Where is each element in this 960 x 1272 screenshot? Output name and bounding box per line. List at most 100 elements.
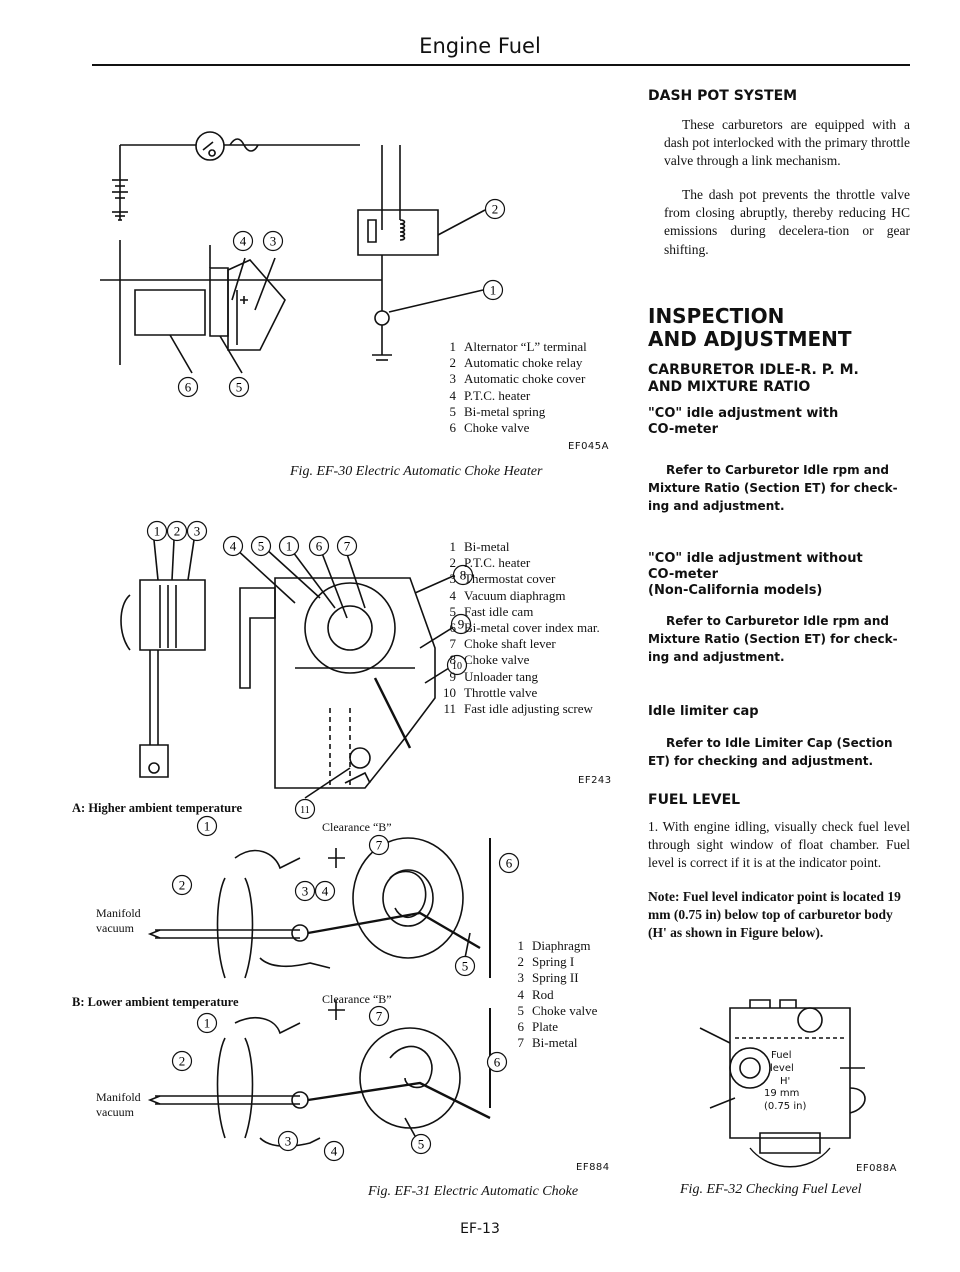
fig31-clearance-b: Clearance “B” <box>322 992 392 1006</box>
fig-mid-callout-6: 6 <box>308 535 330 557</box>
dash-pot-p1: These carburetors are equipped with a da… <box>664 117 910 169</box>
limiter-heading: Idle limiter cap <box>648 704 759 719</box>
fig-mid-main-diagram <box>235 548 465 808</box>
fig-mid-callout-1: 1 <box>146 520 168 542</box>
fig31-b-callout-7: 7 <box>368 1005 390 1027</box>
svg-text:3: 3 <box>270 234 277 249</box>
inspection-heading-1: INSPECTION <box>648 304 785 328</box>
inspection-heading-2: AND ADJUSTMENT <box>648 327 852 351</box>
fig31-clearance-a: Clearance “B” <box>322 820 392 834</box>
fig-mid-callout-2: 2 <box>166 520 188 542</box>
fig32-fuel-label: Fuel <box>771 1050 792 1061</box>
fig31-label-b: B: Lower ambient temperature <box>72 995 239 1009</box>
co-nometer-heading-2: CO-meter <box>648 567 719 582</box>
svg-text:2: 2 <box>179 878 186 893</box>
svg-text:1: 1 <box>204 1016 211 1031</box>
fig31-a-callout-4: 4 <box>314 880 336 902</box>
svg-text:1: 1 <box>490 283 497 298</box>
svg-text:4: 4 <box>322 884 329 899</box>
co-meter-heading-2: CO-meter <box>648 422 719 437</box>
svg-text:4: 4 <box>331 1144 338 1159</box>
fig31-manifold-b: Manifold <box>96 1090 141 1104</box>
svg-text:5: 5 <box>258 539 265 554</box>
co-nometer-text: Refer to Carburetor Idle rpm and Mixture… <box>648 614 898 664</box>
svg-text:1: 1 <box>286 539 293 554</box>
fig-mid-callout-3: 3 <box>186 520 208 542</box>
svg-text:7: 7 <box>376 838 383 853</box>
fig31-a-callout-7: 7 <box>368 834 390 856</box>
carb-heading-2: AND MIXTURE RATIO <box>648 379 811 395</box>
fig31-caption: Fig. EF-31 Electric Automatic Choke <box>368 1184 579 1199</box>
fig-mid-callout-10: 10 <box>446 654 468 676</box>
fig31-b-callout-4: 4 <box>323 1140 345 1162</box>
fig30-code: EF045A <box>568 441 609 452</box>
fuel-level-text: 1. With engine idling, visually check fu… <box>648 819 910 871</box>
limiter-text: Refer to Idle Limiter Cap (Section ET) f… <box>648 736 893 768</box>
fig31-a-diagram <box>160 838 510 988</box>
fig30-callout-1: 1 <box>482 279 504 301</box>
fig-mid-code: EF243 <box>578 775 612 786</box>
fig-mid-callout-11: 11 <box>294 798 316 820</box>
svg-text:9: 9 <box>458 617 465 632</box>
svg-text:1: 1 <box>204 819 211 834</box>
page-header-title: Engine Fuel <box>419 34 541 58</box>
svg-text:7: 7 <box>376 1009 383 1024</box>
svg-text:6: 6 <box>316 539 323 554</box>
fig-mid-callout-9: 9 <box>450 613 472 635</box>
svg-text:5: 5 <box>462 959 469 974</box>
fuel-level-heading: FUEL LEVEL <box>648 792 741 808</box>
svg-text:5: 5 <box>236 380 243 395</box>
co-nometer-heading-3: (Non-California models) <box>648 583 823 598</box>
fig30-callout-5: 5 <box>228 376 250 398</box>
svg-text:8: 8 <box>460 568 467 583</box>
fig31-b-callout-5: 5 <box>410 1133 432 1155</box>
fig31-b-callout-1: 1 <box>196 1012 218 1034</box>
svg-text:2: 2 <box>179 1054 186 1069</box>
co-nometer-heading-1: "CO" idle adjustment without <box>648 551 863 566</box>
svg-text:1: 1 <box>154 524 161 539</box>
fig30-caption: Fig. EF-30 Electric Automatic Choke Heat… <box>290 464 543 479</box>
fig31-a-callout-5: 5 <box>454 955 476 977</box>
co-meter-text: Refer to Carburetor Idle rpm and Mixture… <box>648 463 898 513</box>
fig-mid-callout-7: 7 <box>336 535 358 557</box>
fig32-in-label: (0.75 in) <box>764 1101 807 1112</box>
fig32-mm-label: 19 mm <box>764 1088 800 1099</box>
dash-pot-heading: DASH POT SYSTEM <box>648 88 798 104</box>
svg-text:6: 6 <box>506 856 513 871</box>
svg-text:2: 2 <box>174 524 181 539</box>
fig-mid-callout-1b: 1 <box>278 535 300 557</box>
fig31-manifold-a: Manifold <box>96 906 141 920</box>
fig30-callout-4: 4 <box>232 230 254 252</box>
fig-mid-callout-5: 5 <box>250 535 272 557</box>
fig-mid-callout-8: 8 <box>452 564 474 586</box>
dash-pot-p2: The dash pot prevents the throttle valve… <box>664 187 910 257</box>
svg-text:11: 11 <box>300 805 310 816</box>
fig32-caption: Fig. EF-32 Checking Fuel Level <box>680 1182 862 1197</box>
fig32-diagram <box>690 998 890 1178</box>
fig31-b-callout-3: 3 <box>277 1130 299 1152</box>
fig32-level-label: level <box>770 1063 794 1074</box>
fig32-code: EF088A <box>856 1163 897 1174</box>
fig30-diagram <box>100 140 500 380</box>
